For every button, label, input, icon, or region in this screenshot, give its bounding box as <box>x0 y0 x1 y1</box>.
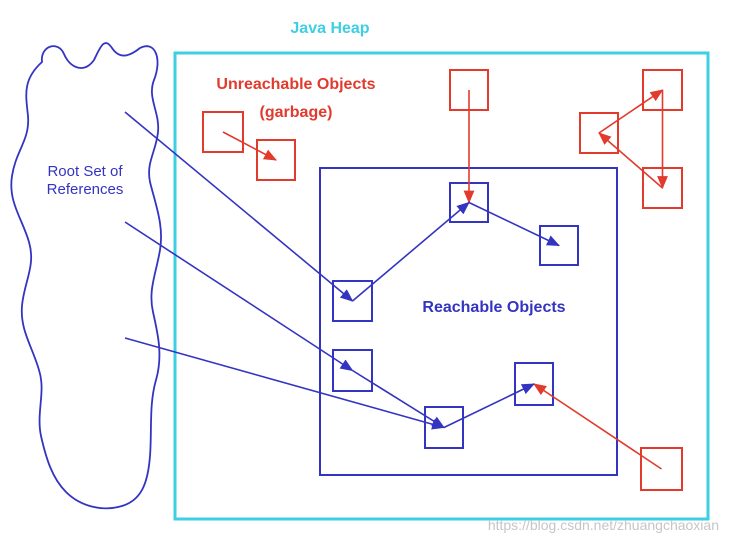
reachable-reference-arrow <box>352 369 445 429</box>
reachable-reference-arrow <box>443 383 535 429</box>
reachable-objects-label: Reachable Objects <box>422 299 565 316</box>
heap-border <box>173 51 710 521</box>
unreachable-objects-label: Unreachable Objects <box>216 76 375 93</box>
root-reference-arrow <box>124 221 354 372</box>
unreachable-reference-arrow <box>222 131 277 161</box>
root-reference-arrow <box>124 111 354 302</box>
watermark: https://blog.csdn.net/zhuangchaoxian <box>488 517 719 533</box>
reference-arrows <box>124 89 668 470</box>
reachable-object-box <box>539 225 579 266</box>
root-set-label-line1: Root Set of <box>47 163 123 180</box>
unreachable-object-box <box>579 112 619 154</box>
unreachable-object-box <box>256 139 296 181</box>
root-reference-arrow <box>124 337 446 430</box>
heap-title: Java Heap <box>290 20 369 37</box>
reachable-object-box <box>332 280 373 322</box>
unreachable-reference-arrow <box>598 132 664 189</box>
reachable-object-box <box>332 349 373 392</box>
reachable-reference-arrow <box>351 201 470 302</box>
root-set-cloud <box>10 42 162 510</box>
reachable-reference-arrow <box>468 201 560 247</box>
unreachable-object-box <box>640 447 683 491</box>
reachable-object-box <box>424 406 464 449</box>
root-set-label-line2: References <box>47 181 124 198</box>
unreachable-reference-arrow <box>533 383 662 470</box>
reachable-object-box <box>514 362 554 406</box>
unreachable-object-box <box>202 111 244 153</box>
unreachable-reference-arrow <box>598 89 664 134</box>
garbage-label: (garbage) <box>260 104 333 121</box>
